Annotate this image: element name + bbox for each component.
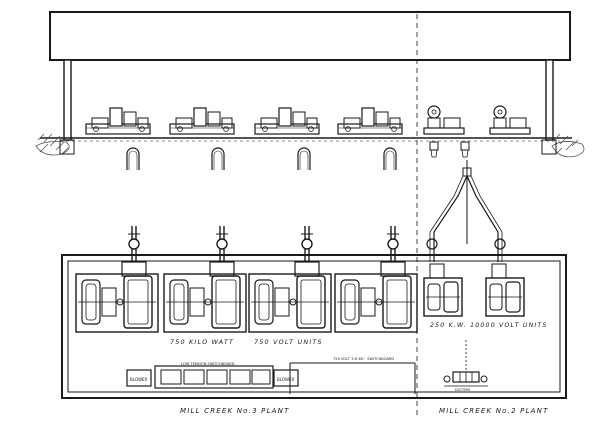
bus-label: 750 VOLT 3 Ø 60~ SWITCHBOARD — [333, 356, 394, 361]
arch-opening — [211, 147, 225, 170]
plan-unit-small — [423, 263, 463, 317]
switchboard: LOW TENSION SWITCHBOARD — [154, 362, 274, 389]
left-wall — [63, 59, 72, 141]
arch-opening — [297, 147, 311, 170]
blower-left: BLOWER — [126, 369, 152, 387]
elevation-unit-large — [254, 107, 320, 135]
plant2-caption: MILL CREEK No.2 PLANT — [439, 407, 549, 415]
elevation-unit-small — [423, 105, 465, 135]
plan-unit-large — [75, 226, 159, 333]
plan-unit-large — [248, 226, 332, 333]
draft-tube — [429, 141, 439, 158]
elevation-unit-large — [337, 107, 403, 135]
plan-unit-small — [485, 263, 525, 317]
svg-text:BLOWER: BLOWER — [277, 377, 294, 382]
right-wall — [545, 59, 554, 141]
draft-tube — [460, 141, 470, 158]
plant3-units-right: 750 VOLT UNITS — [254, 338, 323, 346]
svg-text:BLOWER: BLOWER — [130, 377, 147, 382]
roof — [49, 11, 571, 61]
plant2-units: 250 K.W. 10000 VOLT UNITS — [430, 322, 548, 329]
ground-right — [551, 133, 585, 158]
panel-label: LOW TENSION SWITCHBOARD — [181, 362, 235, 366]
elevation-view — [35, 11, 585, 415]
plan-outer-wall — [61, 254, 567, 399]
elevation-unit-large — [169, 107, 235, 135]
arch-opening — [126, 147, 140, 170]
plan-view: 750 VOLT 3 Ø 60~ SWITCHBOARD LOW TENSION… — [61, 226, 567, 399]
elevation-unit-large — [85, 107, 151, 135]
elevation-unit-small — [489, 105, 531, 135]
exciter-set: EXCITERS — [443, 340, 488, 392]
plan-inner-wall — [67, 260, 561, 393]
svg-text:EXCITERS: EXCITERS — [455, 388, 470, 392]
plant3-units-left: 750 KILO WATT — [170, 338, 234, 346]
plant3-caption: MILL CREEK No.3 PLANT — [180, 407, 290, 415]
plan-unit-large — [334, 226, 418, 333]
blower-right: BLOWER — [273, 369, 299, 387]
arch-opening — [383, 147, 397, 170]
plan-unit-large — [163, 226, 247, 333]
penstock-piping — [426, 160, 506, 262]
